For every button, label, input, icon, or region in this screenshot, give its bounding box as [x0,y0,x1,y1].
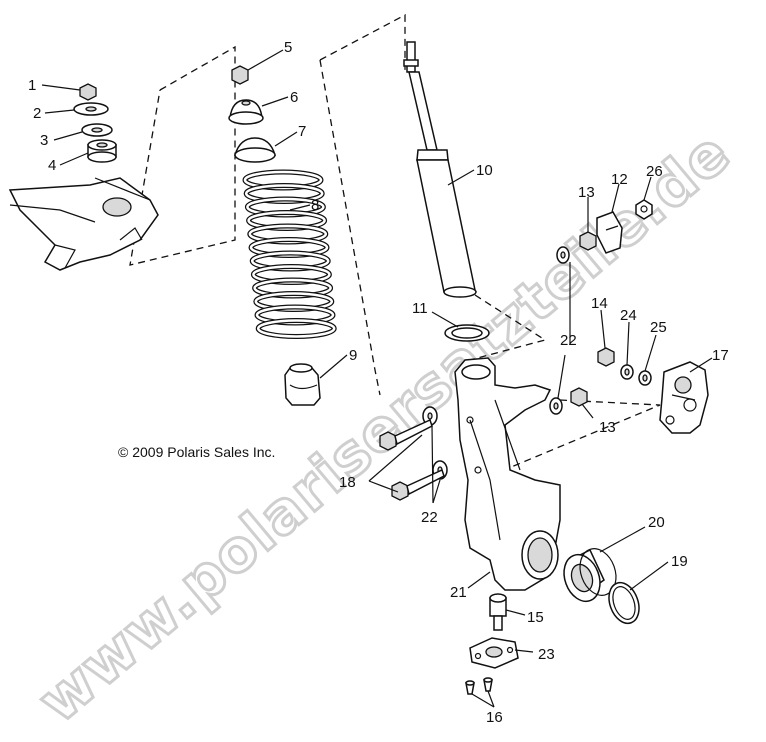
copyright-notice: © 2009 Polaris Sales Inc. [118,444,275,460]
spring-coil-highlight [256,319,336,338]
callout-2: 2 [33,105,41,122]
part-14-bolt [597,347,615,367]
leader-lines [41,49,713,708]
part-6-upper-seat [228,99,264,125]
part-26-nut [635,199,653,220]
part-4-bushing [87,139,117,163]
part-13-nut-lower [570,387,588,407]
callout-21: 21 [450,584,467,601]
part-7-spring-seat [233,137,277,163]
part-25-washer [638,370,652,386]
callout-6: 6 [290,89,298,106]
callout-22-right: 22 [560,332,577,349]
callout-16: 16 [486,709,503,726]
callout-20: 20 [648,514,665,531]
part-18-bolt-lower [391,468,445,501]
dashed-line-knuckle [469,294,547,361]
part-2-washer [73,102,109,116]
callout-4: 4 [48,157,56,174]
callout-11: 11 [412,300,428,317]
part-15-ball-joint [489,593,507,631]
callout-10: 10 [476,162,493,179]
callout-8: 8 [311,197,319,214]
callout-3: 3 [40,132,48,149]
part-22-washer-left-upper [422,406,438,426]
part-11-washer [444,324,490,342]
callout-7: 7 [298,123,306,140]
part-5-nut [231,65,249,85]
callout-18: 18 [339,474,356,491]
part-1-nut [79,83,97,101]
part-8-coil-spring [242,169,337,339]
part-10-shock [403,41,477,298]
callout-13-upper: 13 [578,184,595,201]
callout-23: 23 [538,646,555,663]
dashed-line-spring-left [319,59,381,396]
callout-5: 5 [284,39,292,56]
callout-9: 9 [349,347,357,364]
callout-26: 26 [646,163,663,180]
part-21-knuckle [454,357,561,591]
callout-19: 19 [671,553,688,570]
part-24-washer [620,364,634,380]
part-12-clip [596,211,623,254]
part-3-washer [81,123,113,137]
part-23-plate [469,637,519,669]
callout-14: 14 [591,295,608,312]
callout-12: 12 [611,171,628,188]
part-17-caliper [659,361,709,434]
part-13-nut-upper [579,231,597,251]
part-19-snap-ring [608,581,640,625]
dashed-line-caliper [479,399,661,481]
callout-25: 25 [650,319,667,336]
part-9-bump-stop [284,363,321,406]
callout-22-left: 22 [421,509,438,526]
dashed-box-spring [319,13,406,70]
callout-17: 17 [712,347,729,364]
part-22-washer-lower [549,397,563,415]
callout-15: 15 [527,609,544,626]
part-20-bearing [563,548,617,603]
chassis-frame [8,177,159,271]
callout-1: 1 [28,77,36,94]
callout-24: 24 [620,307,637,324]
callouts: 1 2 3 4 5 6 7 8 9 10 11 12 13 13 14 15 1… [28,39,729,726]
callout-13-lower: 13 [599,419,616,436]
part-22-washer-upper [556,246,570,264]
